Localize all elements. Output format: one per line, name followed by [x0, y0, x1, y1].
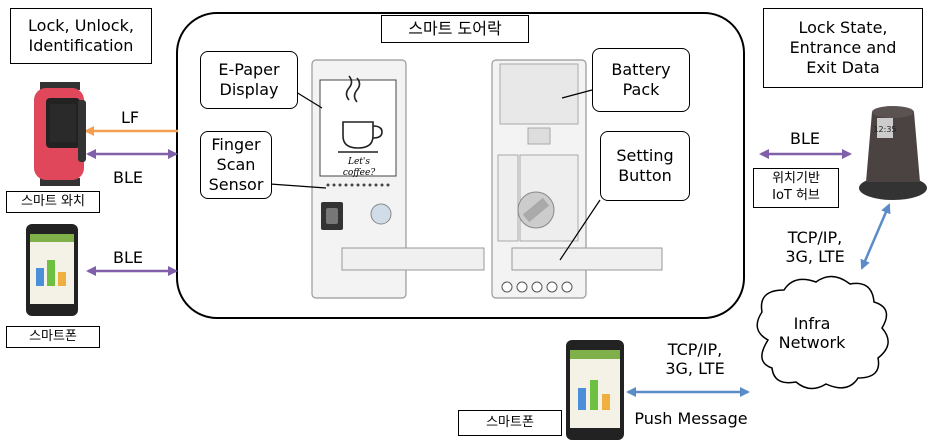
smartphone-left-image: [26, 224, 78, 316]
callout-pointers: [269, 89, 601, 261]
finger-scan-callout: Finger Scan Sensor: [200, 131, 272, 199]
iot-hub-label: 위치기반 IoT 허브: [753, 168, 839, 208]
doorlock-back: [491, 59, 663, 299]
smart-doorlock-title: 스마트 도어락: [381, 15, 529, 43]
setting-button-callout: Setting Button: [600, 131, 690, 201]
doorlock-front: [311, 59, 485, 299]
smartphone-bottom-label: 스마트폰: [458, 410, 562, 436]
battery-pack-callout: Battery Pack: [592, 48, 690, 112]
tcp-hub-label: TCP/IP, 3G, LTE: [785, 228, 845, 267]
coffee-caption: Let's coffee?: [342, 157, 376, 178]
lock-functions-box: Lock, Unlock, Identification: [10, 8, 152, 64]
iot-hub-image: 12:35: [859, 106, 927, 200]
smart-watch-label: 스마트 와치: [6, 191, 100, 213]
smartphone-bottom-image: [566, 340, 624, 440]
ble-phone-label: BLE: [113, 248, 143, 267]
svg-text:12:35: 12:35: [873, 125, 896, 134]
push-message-label: Push Message: [634, 409, 748, 428]
lf-label: LF: [120, 108, 140, 127]
ble-hub-label: BLE: [790, 129, 820, 148]
smartphone-left-label: 스마트폰: [6, 326, 100, 348]
infra-network-label: Infra Network: [778, 314, 846, 353]
coffee-cup-icon: [338, 75, 383, 153]
tcp-phone-label: TCP/IP, 3G, LTE: [665, 340, 725, 379]
infra-network-cloud: [756, 275, 889, 390]
ble-watch-label: BLE: [113, 168, 143, 187]
smart-watch-image: [34, 82, 86, 186]
epaper-callout: E-Paper Display: [200, 51, 298, 109]
hub-network-arrow: [860, 203, 891, 270]
lock-state-box: Lock State, Entrance and Exit Data: [763, 8, 923, 88]
